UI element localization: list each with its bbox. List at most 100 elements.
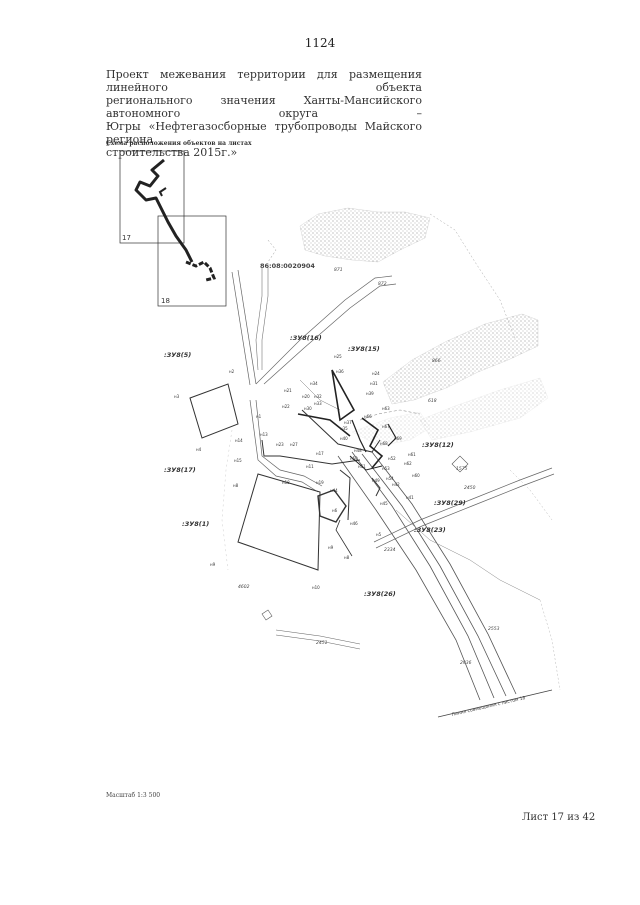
sheet-indicator: Лист 17 из 42 bbox=[522, 812, 596, 823]
point-label: н18 bbox=[282, 480, 290, 485]
parcel-number: 871 bbox=[334, 267, 343, 273]
point-label: н61 bbox=[408, 452, 416, 457]
contour-line bbox=[509, 469, 553, 521]
parcel-number: 872 bbox=[378, 281, 387, 287]
parcel-zu8-1 bbox=[237, 473, 321, 571]
map-scale: Масштаб 1:3 500 bbox=[106, 792, 161, 799]
point-label: н41 bbox=[406, 495, 414, 500]
corridor-line bbox=[351, 451, 495, 699]
point-label: н34 bbox=[310, 381, 318, 386]
parcel-edge bbox=[387, 423, 397, 447]
crossing-road bbox=[375, 473, 555, 549]
parcel-edge bbox=[361, 417, 384, 469]
parcel-edge bbox=[301, 409, 381, 453]
point-label: н8 bbox=[233, 483, 239, 488]
crossing-road bbox=[373, 467, 553, 543]
parcel-edge bbox=[349, 455, 383, 471]
contour-line bbox=[539, 599, 561, 691]
point-label: н11 bbox=[306, 464, 314, 469]
point-label: н10 bbox=[312, 585, 320, 590]
point-label: н35 bbox=[340, 426, 348, 431]
point-label: н22 bbox=[282, 404, 290, 409]
road-line bbox=[263, 283, 397, 385]
point-label: н9 bbox=[210, 562, 216, 567]
boundary-line-2451 bbox=[275, 629, 361, 645]
point-label: н31 bbox=[370, 381, 378, 386]
title-line: Югры «Нефтегазосборные трубопроводы Майс… bbox=[106, 120, 422, 146]
feature-4602 bbox=[261, 609, 273, 621]
point-label: н6 bbox=[332, 508, 338, 513]
point-label: н53 bbox=[382, 466, 390, 471]
cadastral-block-number: 86:08:0020904 bbox=[260, 262, 315, 270]
point-label: н13 bbox=[260, 432, 268, 437]
parcel-number: 2553 bbox=[488, 626, 500, 632]
point-label: н40 bbox=[340, 436, 348, 441]
point-label: н8 bbox=[344, 555, 350, 560]
parcel-number: 4602 bbox=[238, 584, 250, 590]
road-line bbox=[261, 268, 269, 370]
parcel-label-zu8-23: :ЗУ8(23) bbox=[414, 526, 446, 534]
road-line bbox=[255, 275, 393, 385]
point-label: н33 bbox=[314, 401, 322, 406]
corridor-line bbox=[361, 453, 507, 697]
point-label: н25 bbox=[334, 354, 342, 359]
point-label: н51 bbox=[358, 464, 366, 469]
parcel-number: 2334 bbox=[384, 547, 396, 553]
parcel-label-zu8-15: :ЗУ8(15) bbox=[348, 345, 380, 353]
sheet-number-17: 17 bbox=[122, 234, 131, 242]
contour-line bbox=[267, 239, 277, 263]
page-number: 1124 bbox=[304, 36, 336, 50]
point-label: н3 bbox=[174, 394, 180, 399]
schema-caption: Схема расположения объектов на листах bbox=[106, 140, 252, 147]
point-label: н54 bbox=[386, 476, 394, 481]
point-label: н27 bbox=[290, 442, 298, 447]
parcel-label-zu8-29: :ЗУ8(29) bbox=[434, 499, 466, 507]
point-label: н50 bbox=[350, 456, 358, 461]
contour-line bbox=[359, 409, 421, 421]
point-label: н24 bbox=[372, 371, 380, 376]
point-label: н32 bbox=[314, 394, 322, 399]
terrain-area-east2 bbox=[419, 377, 549, 441]
point-label: н2 bbox=[229, 369, 235, 374]
terrain-area-north bbox=[299, 207, 431, 263]
point-label: н62 bbox=[404, 461, 412, 466]
road-line bbox=[299, 379, 341, 411]
corridor-line bbox=[371, 451, 517, 695]
parcel-label-zu8-1: :ЗУ8(1) bbox=[182, 520, 209, 528]
point-label: н45 bbox=[380, 501, 388, 506]
parcel-edge bbox=[297, 413, 351, 437]
road-line bbox=[249, 399, 319, 493]
parcel-label-zu8-5: :ЗУ8(5) bbox=[164, 351, 191, 359]
title-line: регионального значения Ханты-Мансийского… bbox=[106, 94, 422, 120]
title-line: строительства 2015г.» bbox=[106, 146, 238, 159]
parcel-edge bbox=[335, 519, 353, 557]
point-label: н39 bbox=[366, 391, 374, 396]
road-line bbox=[237, 269, 257, 385]
point-label: н9 bbox=[328, 545, 334, 550]
contour-line bbox=[429, 213, 516, 339]
parcel-zu8-5 bbox=[189, 383, 239, 439]
parcel-edge bbox=[351, 419, 367, 453]
continuation-line bbox=[437, 689, 553, 718]
parcel-zu8-15 bbox=[331, 369, 356, 422]
corridor-line bbox=[395, 509, 541, 601]
sheet-frame-17 bbox=[119, 150, 185, 244]
road-line bbox=[231, 271, 251, 386]
pipeline-route-end bbox=[185, 260, 217, 282]
point-label: н48 bbox=[354, 448, 362, 453]
parcel-label-zu8-12: :ЗУ8(12) bbox=[422, 441, 454, 449]
point-label: н68 bbox=[380, 441, 388, 446]
point-label: н1 bbox=[256, 414, 262, 419]
point-label: н15 bbox=[234, 458, 242, 463]
parcel-number: 2936 bbox=[460, 660, 472, 666]
point-label: н42 bbox=[392, 482, 400, 487]
point-label: н52 bbox=[388, 456, 396, 461]
parcel-number: 618 bbox=[428, 398, 437, 404]
point-label: н60 bbox=[412, 473, 420, 478]
point-label: н19 bbox=[316, 480, 324, 485]
parcel-edge bbox=[261, 439, 361, 465]
parcel-label-zu8-16: :ЗУ8(16) bbox=[290, 334, 322, 342]
point-label: н44 bbox=[330, 488, 338, 493]
point-label: н17 bbox=[316, 451, 324, 456]
parcel-label-zu8-17: :ЗУ8(17) bbox=[164, 466, 196, 474]
